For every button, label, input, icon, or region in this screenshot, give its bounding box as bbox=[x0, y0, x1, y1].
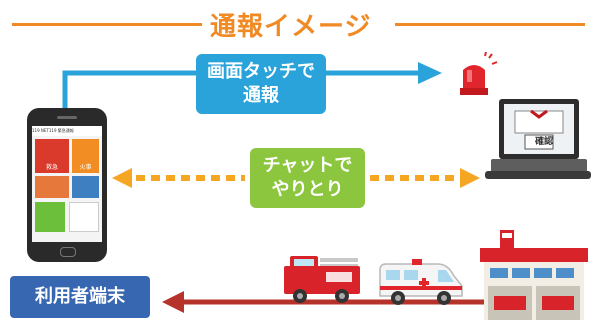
phone-header: 119 NET119 緊急通報 bbox=[32, 126, 102, 136]
chat-box-line2: やりとり bbox=[271, 179, 344, 200]
phone-tile-ambulance-label: 救急 bbox=[45, 164, 58, 171]
ambulance-icon bbox=[379, 259, 463, 305]
phone-tile-ambulance bbox=[35, 139, 69, 173]
diagram-title: 通報イメージ bbox=[210, 12, 372, 42]
phone-home-button bbox=[60, 247, 76, 257]
fire-station-icon bbox=[480, 230, 588, 320]
tap-box-line2: 通報 bbox=[243, 85, 279, 106]
phone-tile-fire bbox=[72, 139, 99, 173]
phone-speaker bbox=[57, 116, 77, 119]
phone-screen: 119 NET119 緊急通報 救急 火事 bbox=[32, 126, 102, 242]
tap-box-line1: 画面タッチで bbox=[207, 61, 315, 82]
laptop-icon bbox=[485, 99, 591, 179]
device-label: 利用者端末 bbox=[10, 276, 150, 318]
phone-tile-fire-label: 火事 bbox=[79, 164, 92, 171]
fire-truck-icon bbox=[284, 256, 360, 303]
tap-to-notify-box: 画面タッチで 通報 bbox=[196, 54, 326, 114]
phone-tile-white bbox=[69, 202, 99, 232]
siren-icon bbox=[460, 52, 498, 95]
chat-box-line1: チャットで bbox=[262, 155, 353, 176]
smartphone: 119 NET119 緊急通報 救急 火事 bbox=[27, 108, 107, 262]
title-line-right bbox=[395, 23, 585, 26]
chat-box: チャットで やりとり bbox=[250, 148, 365, 208]
title-line-left bbox=[12, 23, 202, 26]
phone-tile-green bbox=[35, 202, 65, 232]
phone-tile-orange bbox=[35, 176, 69, 198]
phone-tile-blue bbox=[72, 176, 99, 198]
monitor-confirm-label: 確認 bbox=[534, 137, 553, 147]
